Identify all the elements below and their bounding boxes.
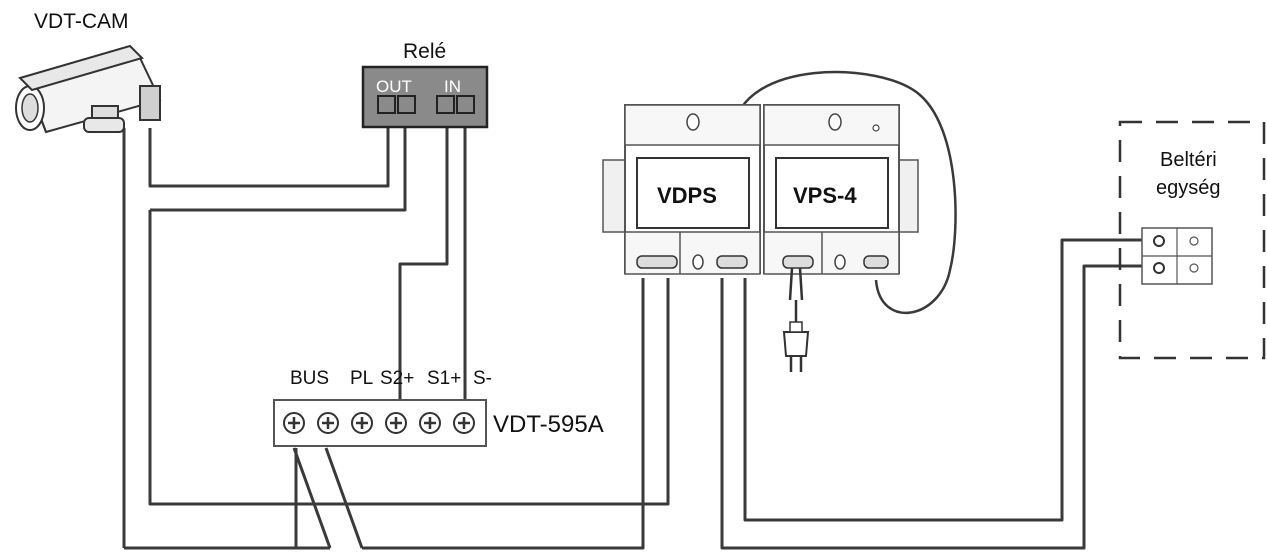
vps4-module xyxy=(763,104,919,275)
terminal-screws xyxy=(283,412,475,434)
indoor-unit xyxy=(1118,120,1266,360)
wire-vdps-indoor-b xyxy=(743,238,1160,522)
wire-vps4-loop xyxy=(732,70,957,315)
vdps-label: VDPS xyxy=(657,183,717,208)
wire-relay-in-s2 xyxy=(398,128,449,400)
term-s2-label: S2+ xyxy=(380,368,414,389)
mains-plug-icon xyxy=(782,267,810,372)
term-bus-label: BUS xyxy=(290,368,329,389)
camera-label: VDT-CAM xyxy=(34,10,129,33)
relay-block xyxy=(361,65,489,129)
relay-label: Relé xyxy=(403,40,446,63)
vps4-label: VPS-4 xyxy=(793,183,857,208)
indoor-label-2: egység xyxy=(1156,177,1221,199)
term-s-label: S- xyxy=(473,368,492,389)
wire-bus-2 xyxy=(324,447,364,549)
term-s1-label: S1+ xyxy=(427,368,461,389)
terminal-block xyxy=(273,399,487,447)
wire-bottom-mid xyxy=(362,278,645,550)
wire-bus-1 xyxy=(292,447,332,549)
vdps-module xyxy=(602,104,761,275)
wire-vdps-indoor-a xyxy=(720,264,1160,550)
camera xyxy=(15,44,162,134)
wire-camera-relay-a xyxy=(148,128,390,188)
relay-out-label: OUT xyxy=(376,77,412,96)
wire-camera-relay-c xyxy=(150,128,407,212)
indoor-label-1: Beltéri xyxy=(1160,149,1217,171)
term-pl-label: PL xyxy=(350,368,373,389)
wires xyxy=(122,70,1160,550)
relay-in-label: IN xyxy=(444,77,461,96)
panel-label: VDT-595A xyxy=(493,411,604,438)
wire-camera-relay-b xyxy=(148,210,670,506)
